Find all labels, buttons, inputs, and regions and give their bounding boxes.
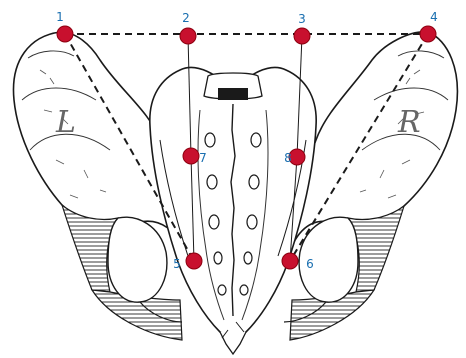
landmark-marker-4 [420, 26, 436, 42]
right-ilium-letter: R [397, 105, 421, 140]
landmark-label-4: 4 [430, 10, 438, 24]
landmark-marker-2 [180, 28, 196, 44]
landmark-marker-3 [294, 28, 310, 44]
landmark-label-2: 2 [182, 11, 190, 25]
landmark-label-6: 6 [306, 257, 314, 271]
sacral-body-cap [218, 88, 248, 100]
landmark-label-8: 8 [284, 151, 292, 165]
landmark-marker-5 [186, 253, 202, 269]
landmark-label-1: 1 [56, 10, 64, 24]
landmark-marker-1 [57, 26, 73, 42]
left-ilium-letter: L [55, 105, 76, 140]
landmark-label-7: 7 [199, 151, 207, 165]
left-ischium [108, 217, 167, 302]
landmark-marker-7 [183, 148, 199, 164]
landmark-label-3: 3 [298, 12, 306, 26]
landmark-label-5: 5 [173, 257, 181, 271]
landmark-marker-6 [282, 253, 298, 269]
